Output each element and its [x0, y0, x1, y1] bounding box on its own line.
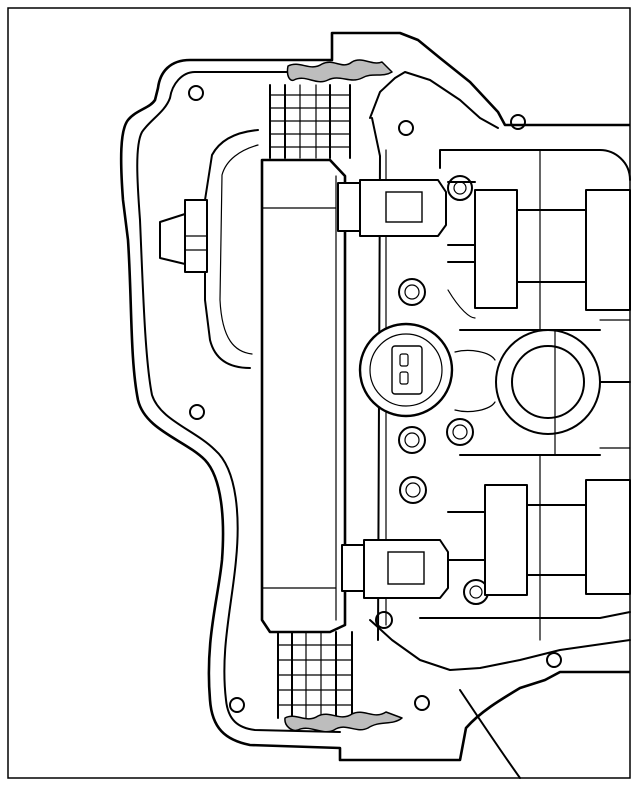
- seal-packing-upper: [286, 59, 393, 83]
- cover-bolt-holes: [188, 85, 562, 713]
- camshaft-journal-round: [454, 329, 631, 435]
- bolt-hole: [229, 697, 245, 713]
- oil-control-valve-lower: [341, 539, 449, 599]
- timing-chain-lower: [277, 631, 353, 719]
- bolt-hole: [414, 695, 430, 711]
- camshaft-exhaust: [439, 149, 631, 319]
- chain-tensioner-guide: [260, 158, 347, 634]
- camshaft-intake: [447, 479, 631, 596]
- cover-inner-line: [136, 71, 341, 733]
- lower-curve: [459, 689, 521, 779]
- hex-bolt: [159, 199, 208, 273]
- figure-frame: [7, 7, 631, 779]
- cam-carrier-lines: [539, 149, 631, 641]
- camshaft-position-sensor: [358, 322, 454, 418]
- bolt-hole: [188, 85, 204, 101]
- oil-control-valve-upper: [337, 179, 447, 237]
- left-housing-inner: [219, 144, 259, 355]
- seal-packing-lower: [284, 711, 403, 733]
- cam-housing-edge: [371, 117, 381, 641]
- bolt-hole: [510, 114, 526, 130]
- bolt-hole: [189, 404, 205, 420]
- timing-chain-upper: [269, 84, 351, 159]
- bolt-hole: [398, 120, 414, 136]
- head-deck-line: [369, 71, 499, 129]
- head-deck-line-lower: [369, 619, 631, 671]
- left-housing: [204, 129, 259, 369]
- timing-cover-outline: [119, 31, 630, 762]
- bolt-hole: [546, 652, 562, 668]
- cam-carrier-outline: [419, 329, 631, 619]
